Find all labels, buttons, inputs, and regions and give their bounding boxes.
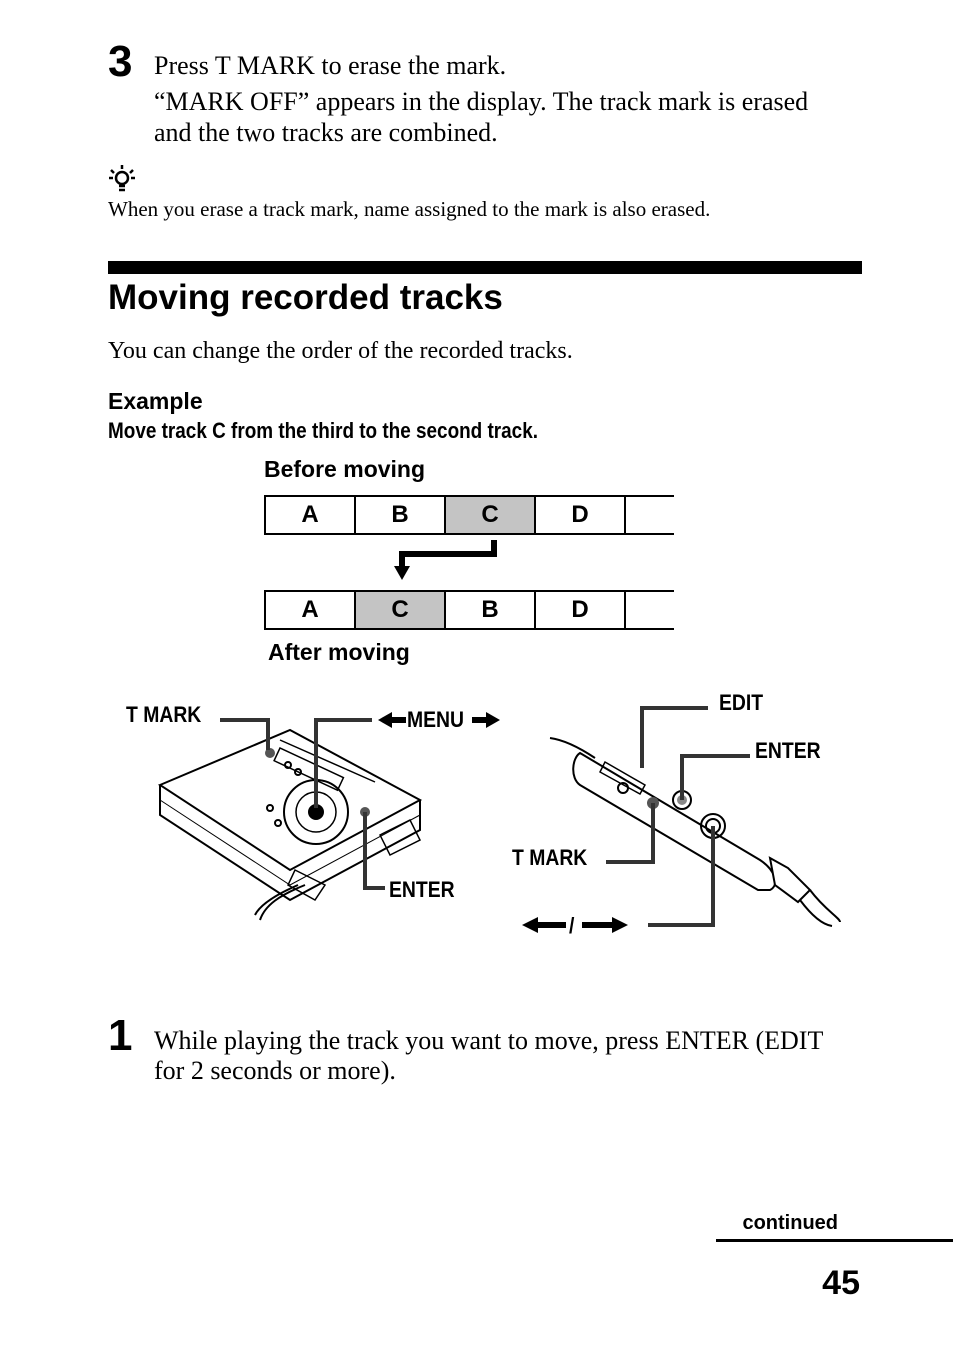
enter-label-remote: ENTER <box>755 738 821 763</box>
section-title: Moving recorded tracks <box>108 278 503 317</box>
track-cell: B <box>354 497 444 533</box>
device-illustration <box>157 706 841 933</box>
t-mark-label-player: T MARK <box>126 702 202 727</box>
step-number-1: 1 <box>108 1011 133 1060</box>
remote-control-illustration <box>549 737 841 927</box>
t-mark-label-remote: T MARK <box>512 845 588 870</box>
step-1-instruction-line-2: for 2 seconds or more). <box>154 1056 396 1085</box>
seek-separator: / <box>569 913 575 938</box>
track-cell-highlighted: C <box>444 497 534 533</box>
track-cell: A <box>264 592 354 628</box>
example-label: Example <box>108 388 203 414</box>
step-1-instruction-line-1: While playing the track you want to move… <box>154 1026 824 1055</box>
before-track-row: A B C D <box>264 495 674 535</box>
tip-text: When you erase a track mark, name assign… <box>108 197 711 221</box>
track-cell-empty <box>624 497 672 533</box>
track-cell-empty <box>624 592 672 628</box>
page-number: 45 <box>822 1264 860 1302</box>
track-cell: A <box>264 497 354 533</box>
before-moving-label: Before moving <box>264 456 426 482</box>
section-divider <box>108 261 862 274</box>
step-number-3: 3 <box>108 37 133 86</box>
track-cell: D <box>534 592 624 628</box>
step-3-detail-line-2: and the two tracks are combined. <box>154 118 498 147</box>
after-moving-label: After moving <box>268 639 410 665</box>
edit-label: EDIT <box>719 690 764 715</box>
track-cell: D <box>534 497 624 533</box>
section-intro: You can change the order of the recorded… <box>108 338 573 364</box>
lightbulb-icon <box>109 165 135 192</box>
continued-label: continued <box>742 1212 838 1234</box>
track-cell-highlighted: C <box>354 592 444 628</box>
after-track-row: A C B D <box>264 590 674 630</box>
example-description: Move track C from the third to the secon… <box>108 418 538 443</box>
step-3-detail-line-1: “MARK OFF” appears in the display. The t… <box>154 87 809 116</box>
footer-rule <box>716 1239 953 1242</box>
md-player-illustration <box>157 728 423 921</box>
track-cell: B <box>444 592 534 628</box>
move-arrow-icon <box>394 540 497 580</box>
enter-label-player: ENTER <box>389 877 455 902</box>
menu-label: MENU <box>407 707 465 732</box>
step-3-instruction: Press T MARK to erase the mark. <box>154 51 507 80</box>
